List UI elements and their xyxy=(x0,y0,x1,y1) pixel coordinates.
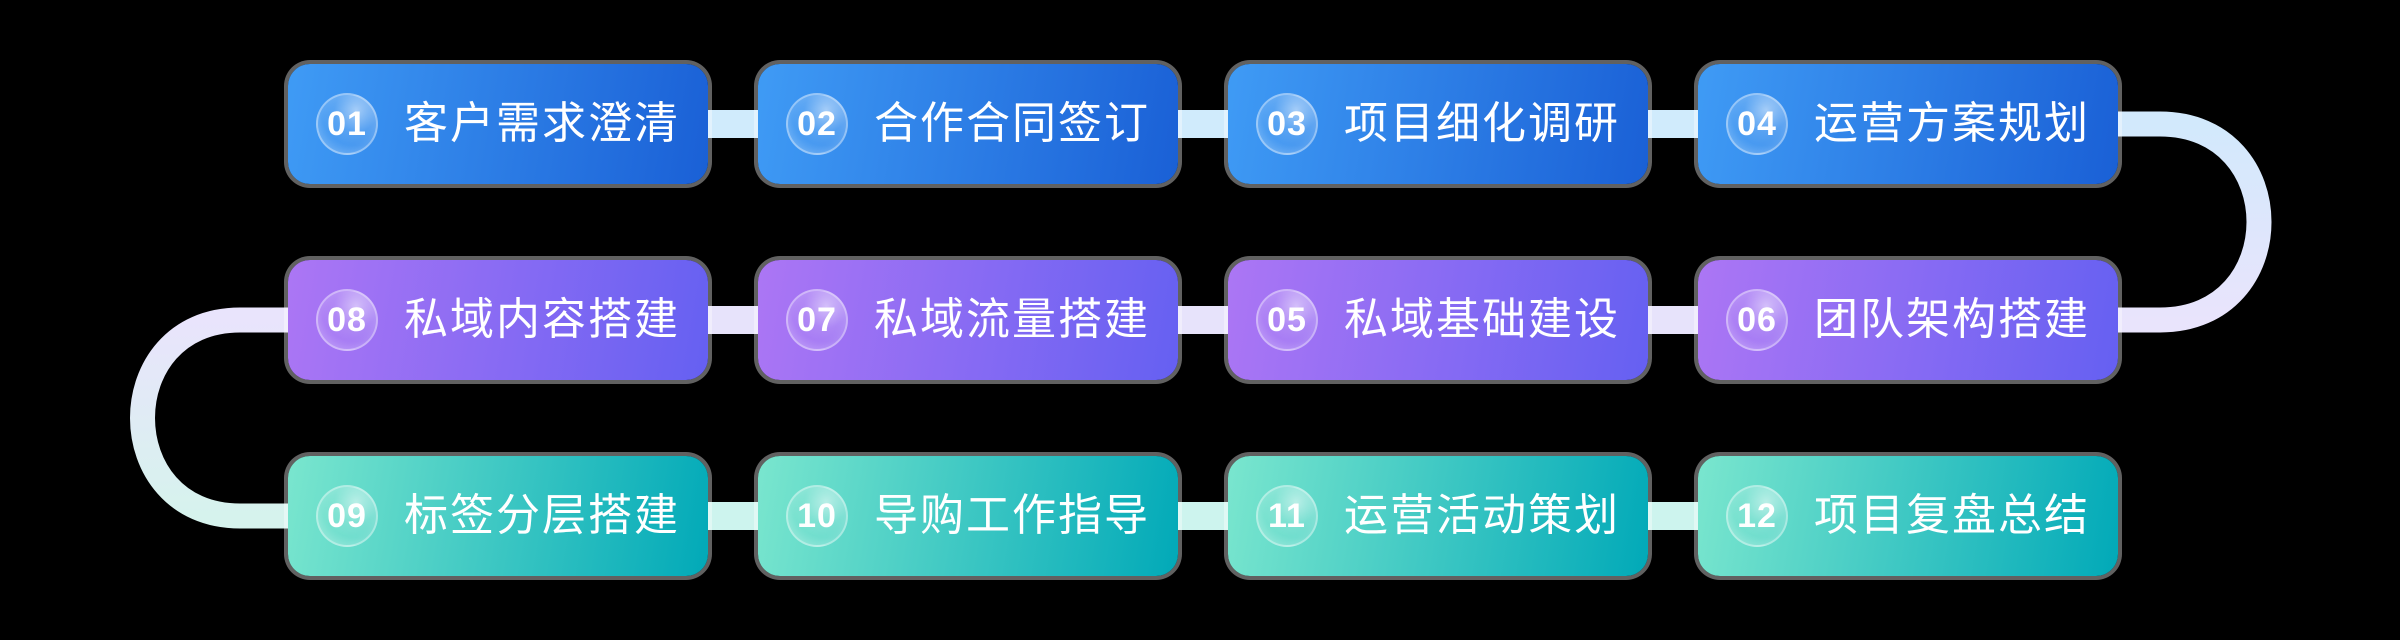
step-box-10: 10 导购工作指导 xyxy=(758,456,1178,576)
connector-bar xyxy=(1648,502,1698,530)
flow-row-1: 01 客户需求澄清 02 合作合同签订 03 项目细化调研 04 运营方案规划 xyxy=(288,64,2118,184)
step-box-12: 12 项目复盘总结 xyxy=(1698,456,2118,576)
step-number: 03 xyxy=(1267,105,1307,143)
connector-bar xyxy=(1178,502,1228,530)
step-number-badge: 08 xyxy=(316,289,378,351)
step-box-05: 05 私域基础建设 xyxy=(1228,260,1648,380)
step-box-08: 08 私域内容搭建 xyxy=(288,260,708,380)
step-number-badge: 07 xyxy=(786,289,848,351)
step-number-badge: 12 xyxy=(1726,485,1788,547)
step-label: 标签分层搭建 xyxy=(404,491,680,540)
step-label: 客户需求澄清 xyxy=(404,99,680,148)
step-number-badge: 05 xyxy=(1256,289,1318,351)
step-label: 团队架构搭建 xyxy=(1814,295,2090,344)
step-number: 05 xyxy=(1267,301,1307,339)
step-number: 07 xyxy=(797,301,837,339)
connector-bar xyxy=(1178,306,1228,334)
flow-row-3: 09 标签分层搭建 10 导购工作指导 11 运营活动策划 12 项目复盘总结 xyxy=(288,456,2118,576)
step-number-badge: 10 xyxy=(786,485,848,547)
step-number-badge: 09 xyxy=(316,485,378,547)
step-number: 12 xyxy=(1737,497,1777,535)
step-number: 04 xyxy=(1737,105,1777,143)
connector-bar xyxy=(708,110,758,138)
step-label: 项目复盘总结 xyxy=(1814,491,2090,540)
step-number: 01 xyxy=(327,105,367,143)
step-number-badge: 02 xyxy=(786,93,848,155)
step-number: 10 xyxy=(797,497,837,535)
step-label: 项目细化调研 xyxy=(1344,99,1620,148)
step-label: 合作合同签订 xyxy=(874,99,1150,148)
connector-bar xyxy=(708,502,758,530)
step-box-09: 09 标签分层搭建 xyxy=(288,456,708,576)
connector-bar xyxy=(1178,110,1228,138)
step-label: 运营方案规划 xyxy=(1814,99,2090,148)
step-box-11: 11 运营活动策划 xyxy=(1228,456,1648,576)
step-box-06: 06 团队架构搭建 xyxy=(1698,260,2118,380)
step-box-07: 07 私域流量搭建 xyxy=(758,260,1178,380)
step-label: 私域内容搭建 xyxy=(404,295,680,344)
step-number-badge: 03 xyxy=(1256,93,1318,155)
step-label: 私域流量搭建 xyxy=(874,295,1150,344)
step-number: 02 xyxy=(797,105,837,143)
step-box-03: 03 项目细化调研 xyxy=(1228,64,1648,184)
step-number-badge: 06 xyxy=(1726,289,1788,351)
step-number-badge: 01 xyxy=(316,93,378,155)
curve-left-icon xyxy=(130,307,300,529)
step-box-01: 01 客户需求澄清 xyxy=(288,64,708,184)
flow-row-2: 08 私域内容搭建 07 私域流量搭建 05 私域基础建设 06 团队架构搭建 xyxy=(288,260,2118,380)
step-box-04: 04 运营方案规划 xyxy=(1698,64,2118,184)
step-number-badge: 11 xyxy=(1256,485,1318,547)
step-number: 09 xyxy=(327,497,367,535)
step-number: 08 xyxy=(327,301,367,339)
step-label: 导购工作指导 xyxy=(874,491,1150,540)
step-number: 11 xyxy=(1268,497,1306,535)
curve-right-icon xyxy=(2100,111,2272,333)
connector-bar xyxy=(1648,110,1698,138)
step-label: 运营活动策划 xyxy=(1344,491,1620,540)
connector-bar xyxy=(708,306,758,334)
step-number-badge: 04 xyxy=(1726,93,1788,155)
step-label: 私域基础建设 xyxy=(1344,295,1620,344)
step-number: 06 xyxy=(1737,301,1777,339)
connector-bar xyxy=(1648,306,1698,334)
step-box-02: 02 合作合同签订 xyxy=(758,64,1178,184)
